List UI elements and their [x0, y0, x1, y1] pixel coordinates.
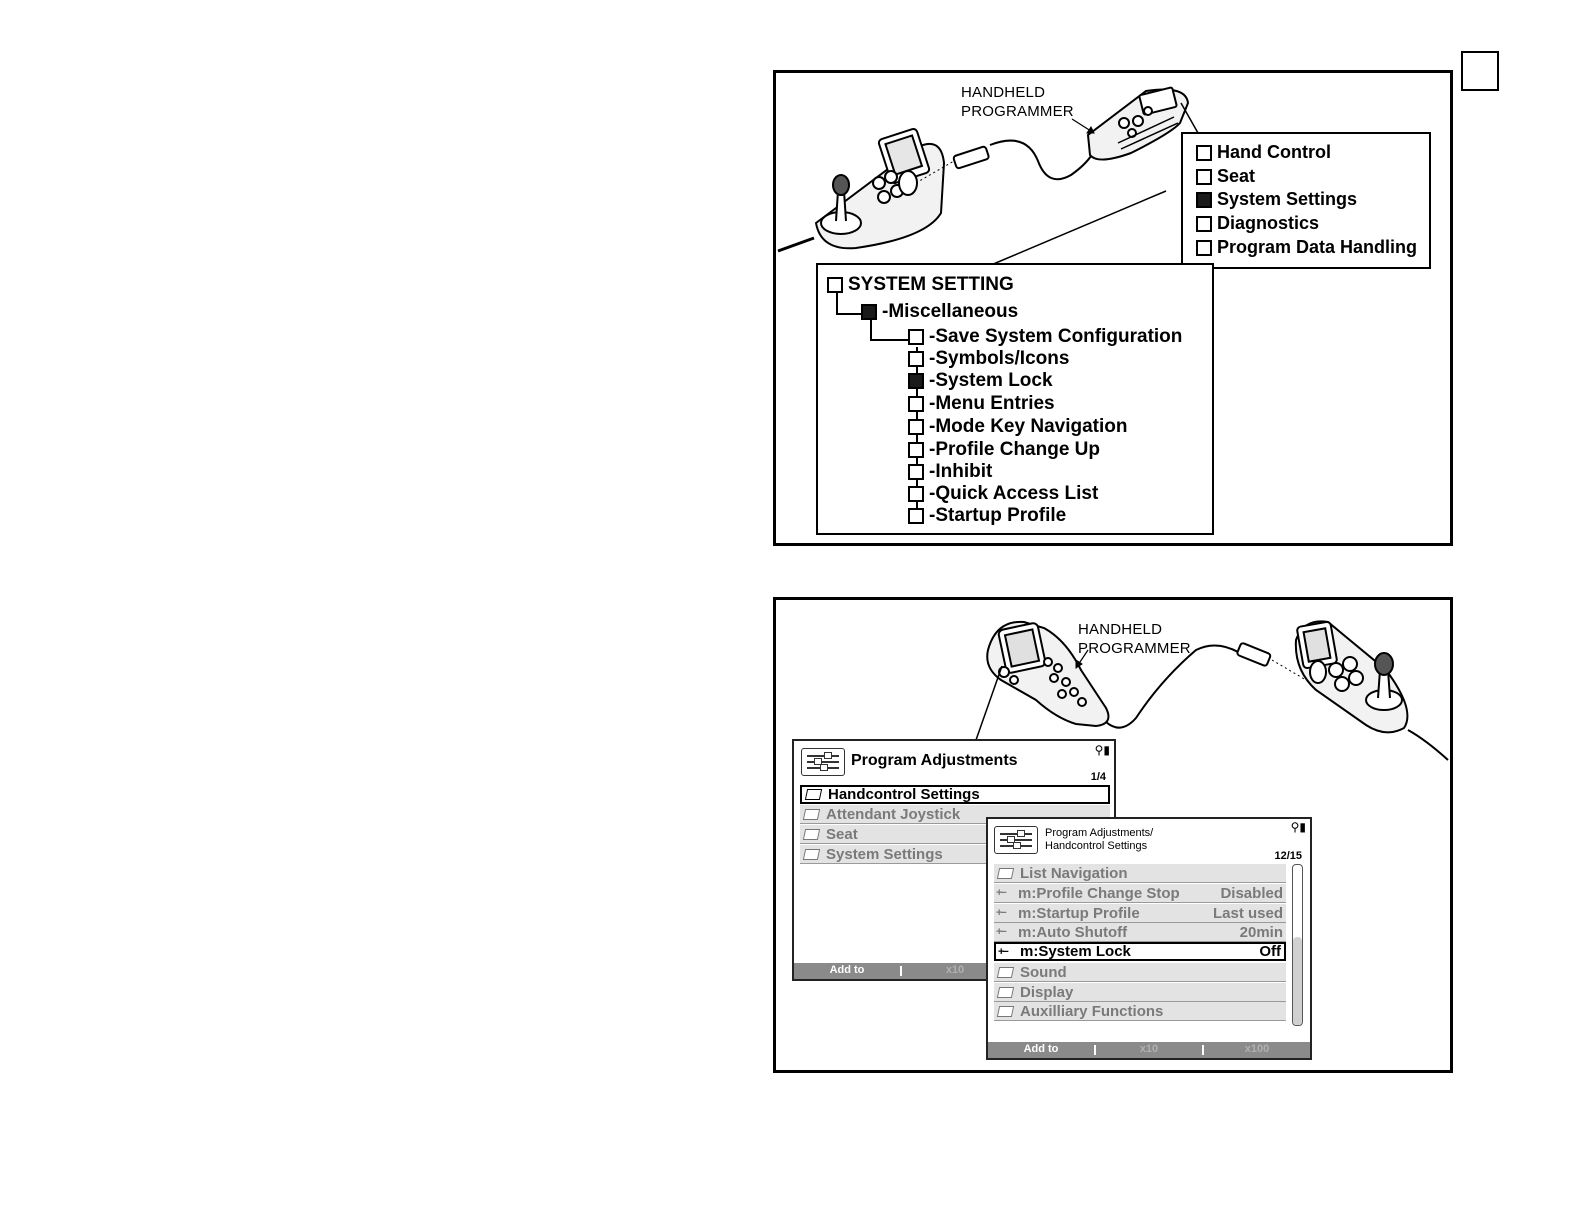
folder-icon [802, 808, 821, 820]
softkey-x100[interactable]: x100 [1244, 1043, 1270, 1055]
programmer-label-line1: HANDHELD [961, 84, 1046, 101]
checkbox-filled-icon [861, 304, 877, 320]
checkbox-icon [1196, 144, 1212, 161]
softkey-x10[interactable]: x10 [1139, 1043, 1159, 1055]
checkbox-filled-icon [1196, 191, 1212, 208]
sliders-icon [801, 748, 845, 776]
folder-icon [804, 789, 823, 800]
list-item-system-lock[interactable]: +− m:System Lock Off [994, 942, 1286, 961]
checkbox-icon [908, 351, 924, 367]
checkbox-icon [908, 442, 924, 458]
hardware-illustration [777, 86, 1199, 266]
menu-item-program-data-handling[interactable]: Program Data Handling [1196, 237, 1417, 258]
tree-line [836, 293, 838, 315]
programmer-label-line2: PROGRAMMER [1078, 640, 1191, 657]
softkey-separator [1094, 1045, 1096, 1055]
checkbox-icon [908, 486, 924, 502]
screen-title: Program Adjustments [851, 752, 1018, 769]
list-item-list-navigation[interactable]: List Navigation [994, 864, 1286, 883]
figure-system-settings-menu: HANDHELD PROGRAMMER Hand Control Seat Sy… [773, 70, 1453, 546]
checkbox-icon [908, 396, 924, 412]
programmer-label-line1: HANDHELD [1078, 621, 1163, 638]
page-counter: 1/4 [1090, 771, 1106, 783]
tree-line [870, 319, 872, 341]
tree-line [870, 339, 910, 341]
program-adjustments-screen: Program Adjustments ⚲▮ 1/4 Handcontrol S… [792, 739, 1116, 981]
softkey-x10[interactable]: x10 [945, 964, 965, 976]
folder-icon [996, 986, 1015, 998]
list-item-auto-shutoff[interactable]: +− m:Auto Shutoff 20min [994, 923, 1286, 942]
folder-icon [996, 867, 1015, 879]
figure-program-adjustments-screens: HANDHELD PROGRAMMER Program Adjustments … [773, 597, 1453, 1073]
checkbox-icon [908, 508, 924, 524]
list-item-startup-profile[interactable]: +− m:Startup Profile Last used [994, 904, 1286, 923]
plus-minus-icon: +− [996, 887, 1007, 899]
folder-icon [802, 828, 821, 840]
plus-minus-icon: +− [996, 926, 1007, 938]
checkbox-filled-icon [908, 373, 924, 389]
softkey-add-to[interactable]: Add to [1023, 1043, 1059, 1055]
tree-item[interactable]: -System Lock [908, 370, 1053, 392]
checkbox-icon [908, 464, 924, 480]
tree-item[interactable]: -Save System Configuration [908, 326, 1182, 348]
tree-item[interactable]: -Mode Key Navigation [908, 416, 1127, 438]
programmer-label: HANDHELD PROGRAMMER [1078, 620, 1191, 658]
list-item-sound[interactable]: Sound [994, 963, 1286, 982]
softkey-separator [1202, 1045, 1204, 1055]
search-battery-icons: ⚲▮ [1094, 743, 1110, 757]
tree-item[interactable]: -Startup Profile [908, 505, 1066, 527]
main-menu-box: Hand Control Seat System Settings Diagno… [1181, 132, 1431, 269]
tree-item[interactable]: -Inhibit [908, 461, 992, 483]
checkbox-icon [1196, 215, 1212, 232]
checkbox-icon [1196, 239, 1212, 256]
programmer-label: HANDHELD PROGRAMMER [961, 83, 1074, 121]
menu-item-system-settings[interactable]: System Settings [1196, 189, 1357, 210]
menu-item-hand-control[interactable]: Hand Control [1196, 142, 1331, 163]
tree-item-miscellaneous[interactable]: -Miscellaneous [861, 301, 1018, 323]
softkey-add-to[interactable]: Add to [829, 964, 865, 976]
checkbox-icon [908, 329, 924, 345]
tree-line [836, 313, 864, 315]
plus-minus-icon: +− [996, 907, 1007, 919]
page-tab-box [1461, 51, 1499, 91]
hardware-illustration [975, 620, 1449, 761]
list-item-profile-change-stop[interactable]: +− m:Profile Change Stop Disabled [994, 884, 1286, 903]
plus-minus-icon: +− [998, 945, 1009, 958]
checkbox-icon [908, 419, 924, 435]
list-item-handcontrol-settings[interactable]: Handcontrol Settings [800, 785, 1110, 804]
menu-item-diagnostics[interactable]: Diagnostics [1196, 213, 1319, 234]
search-battery-icons: ⚲▮ [1290, 820, 1306, 834]
folder-icon [802, 848, 821, 860]
softkey-bar: Add to x10 x100 [988, 1042, 1310, 1058]
scrollbar[interactable] [1292, 864, 1303, 1026]
programmer-label-line2: PROGRAMMER [961, 103, 1074, 120]
menu-item-seat[interactable]: Seat [1196, 166, 1255, 187]
sliders-icon [994, 826, 1038, 854]
page-counter: 12/15 [1274, 850, 1302, 862]
tree-root-system-setting[interactable]: SYSTEM SETTING [827, 274, 1014, 296]
tree-item[interactable]: -Quick Access List [908, 483, 1098, 505]
scrollbar-thumb[interactable] [1293, 937, 1302, 1025]
checkbox-icon [1196, 168, 1212, 185]
checkbox-icon [827, 277, 843, 293]
softkey-separator [900, 966, 902, 976]
list-item-display[interactable]: Display [994, 983, 1286, 1002]
screen-title: Program Adjustments/ Handcontrol Setting… [1045, 827, 1154, 852]
tree-item[interactable]: -Symbols/Icons [908, 348, 1069, 370]
list-item-auxilliary-functions[interactable]: Auxilliary Functions [994, 1002, 1286, 1021]
tree-item[interactable]: -Profile Change Up [908, 439, 1100, 461]
handcontrol-settings-screen: Program Adjustments/ Handcontrol Setting… [986, 817, 1312, 1060]
folder-icon [996, 966, 1015, 978]
system-setting-tree-box: SYSTEM SETTING -Miscellaneous -Save Syst… [816, 263, 1214, 535]
folder-icon [996, 1005, 1015, 1017]
tree-item[interactable]: -Menu Entries [908, 393, 1055, 415]
